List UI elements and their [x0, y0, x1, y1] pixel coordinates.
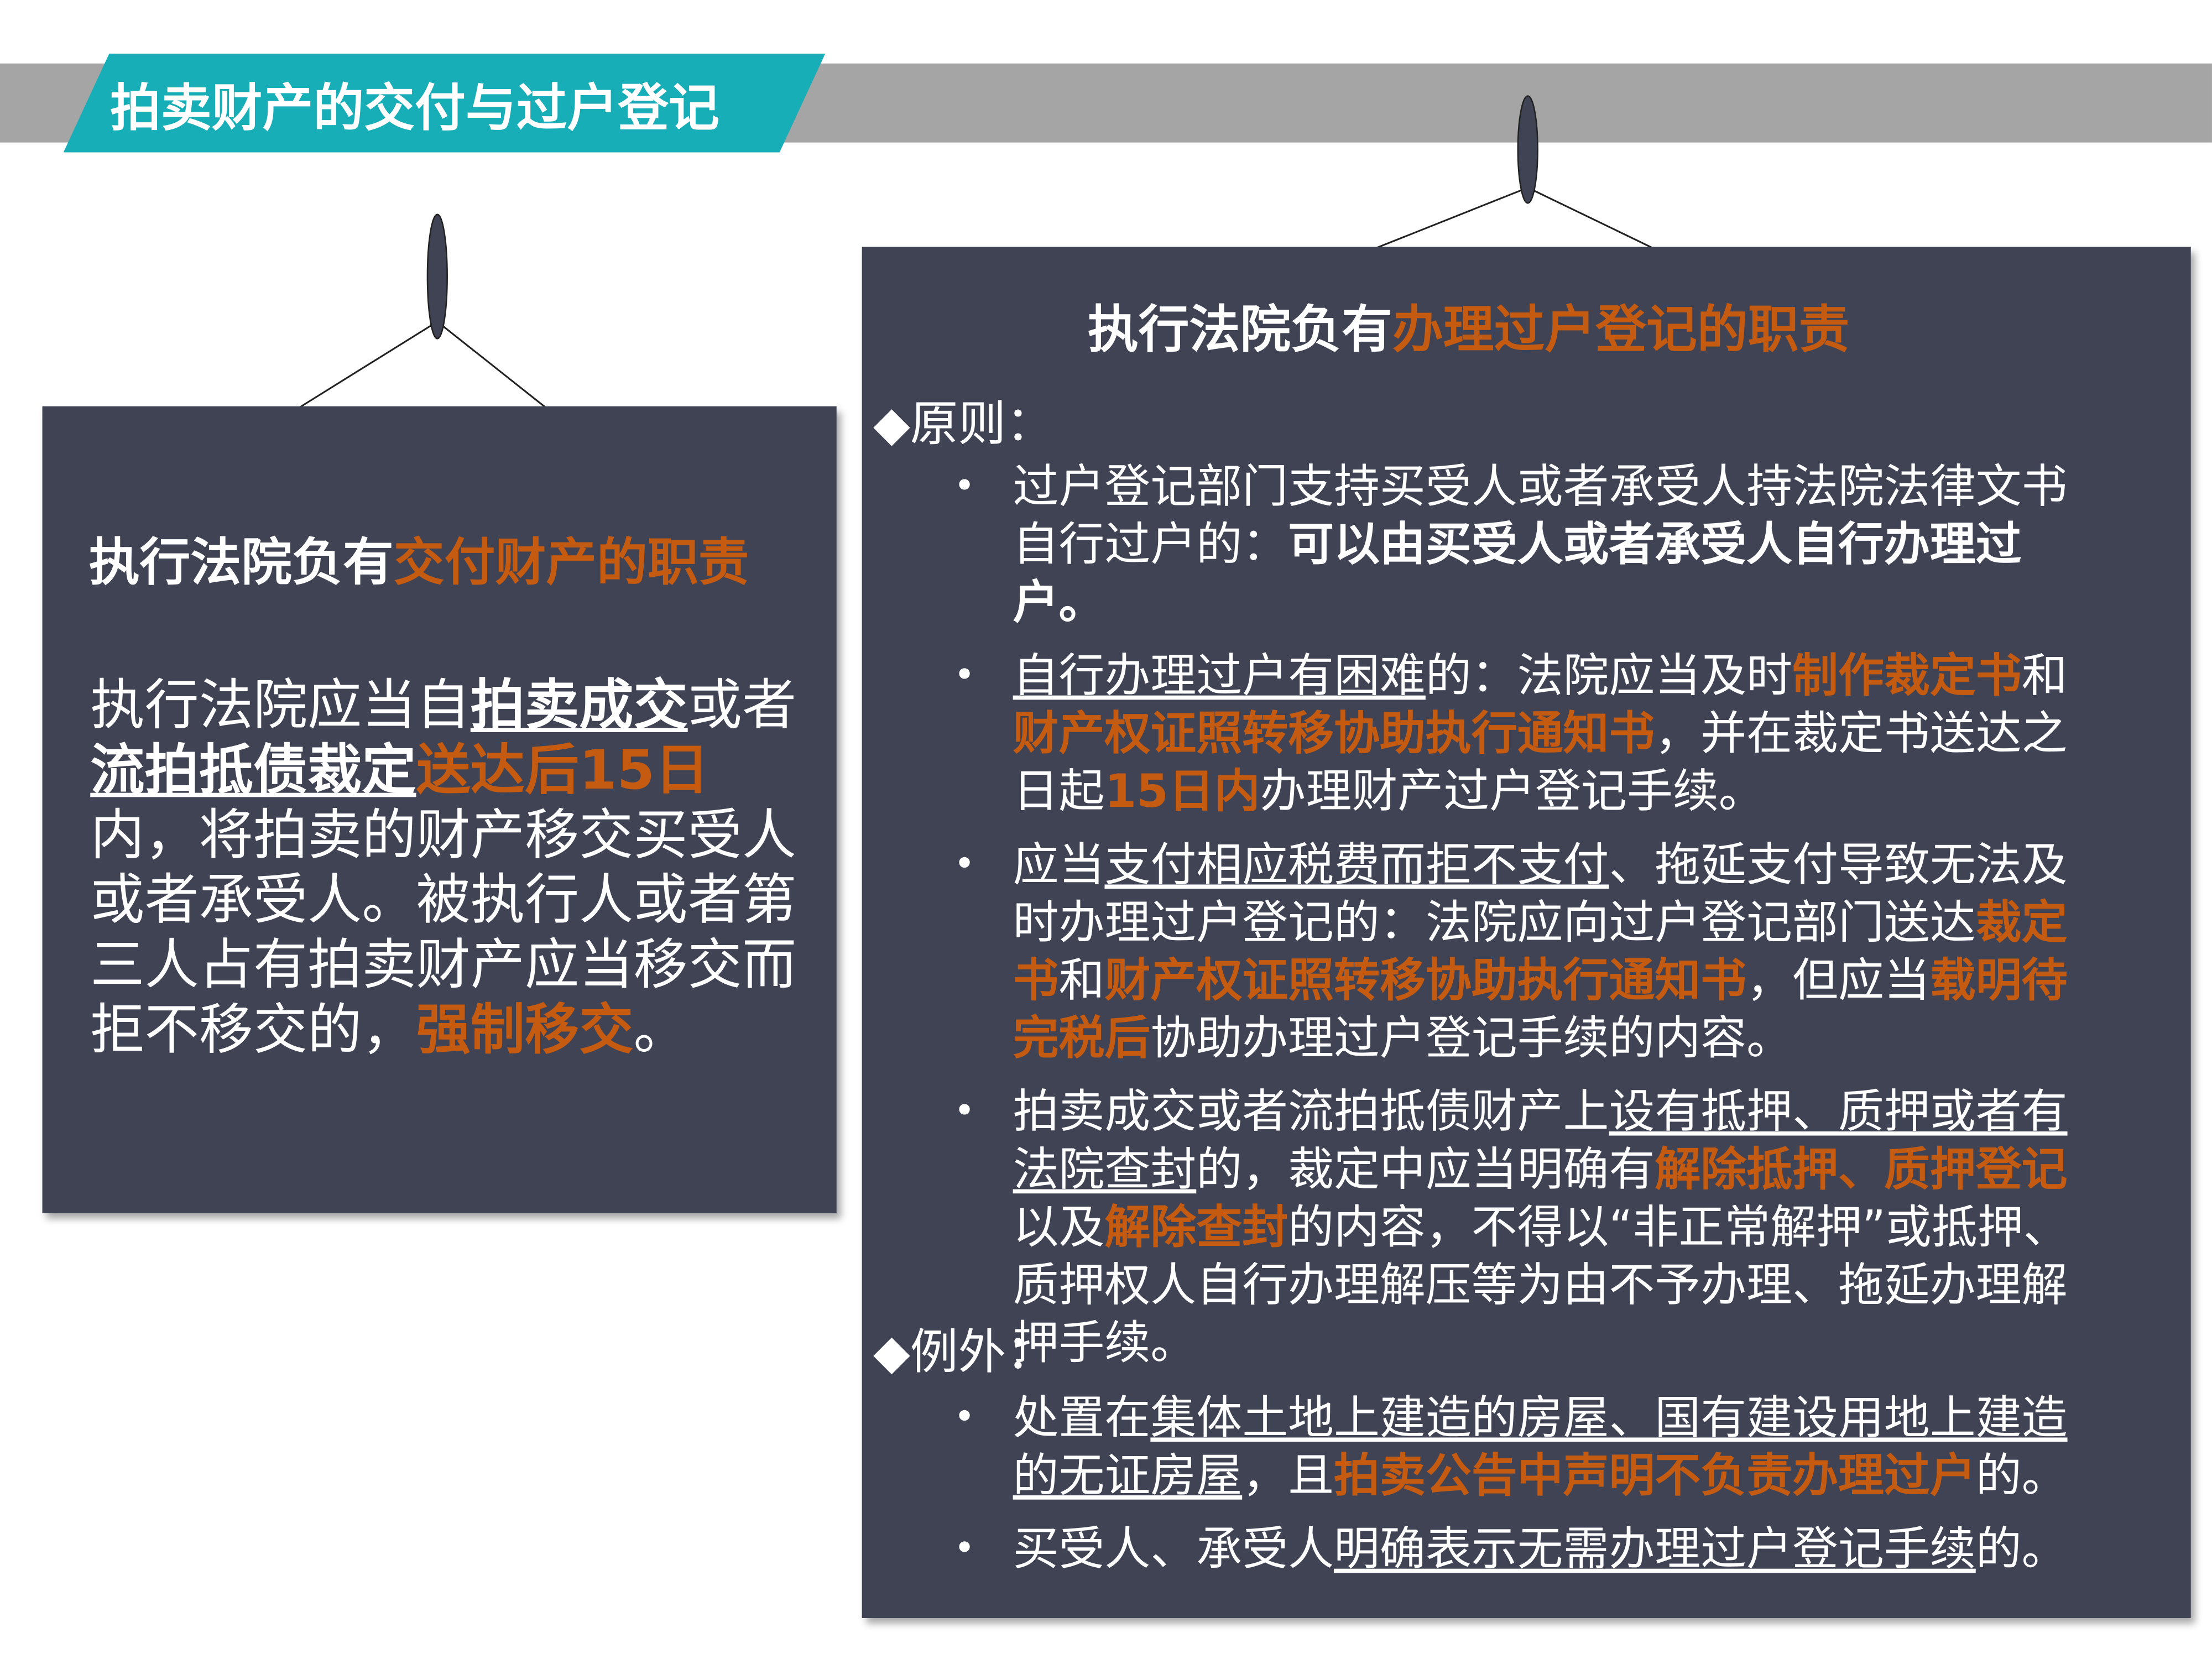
right-card: 执行法院负有办理过户登记的职责 ◆原则： • 过户登记部门支持买受人或者承受人持法…: [862, 247, 2191, 1618]
text-segment: 设有抵押、质押或者有法院查封: [1013, 1084, 2068, 1197]
text-segment: ，且: [1242, 1448, 1334, 1503]
text-segment: 的：法院应当及时: [1425, 649, 1793, 703]
text-segment: 买受人、承受人: [1013, 1522, 1334, 1576]
bullet-icon: •: [953, 1527, 975, 1571]
list-item: • 买受人、承受人明确表示无需办理过户登记手续的。: [953, 1521, 2088, 1579]
bullet-icon: •: [953, 1090, 975, 1133]
right-card-title: 执行法院负有办理过户登记的职责: [1088, 289, 1850, 363]
highlight-text: 送达后15日: [416, 739, 709, 803]
text-segment: 和: [2021, 649, 2068, 703]
text-segment: 协助办理过户登记手续的内容。: [1150, 1011, 1793, 1066]
highlight-text: 解除查封: [1104, 1200, 1288, 1254]
list-item: • 过户登记部门支持买受人或者承受人持法院法律文书自行过户的：可以由买受人或者承受…: [953, 458, 2088, 632]
text-segment: 支付相应税费而拒不支付: [1104, 838, 1609, 892]
left-card-title: 执行法院负有交付财产的职责: [89, 522, 749, 596]
text-segment: 拍卖成交或者流拍抵债财产上: [1013, 1084, 1609, 1139]
principle-heading: ◆原则：: [873, 396, 1054, 453]
bullet-icon: •: [953, 465, 975, 508]
highlight-text: 制作裁定书: [1792, 649, 2022, 703]
highlight-text: 载明待完税后: [1013, 953, 2068, 1066]
highlight-text: 拍卖公告中声明不负责办理过户: [1334, 1448, 1976, 1503]
bullet-icon: •: [953, 1396, 975, 1439]
list-item: • 应当支付相应税费而拒不支付、拖延支付导致无法及时办理过户登记的：法院应向过户登…: [953, 837, 2088, 1068]
text-segment: 执行法院负有: [1087, 301, 1392, 360]
text-segment: 过户登记部门支持买受人或者承受人持法院法律文书自行过户的：: [1013, 460, 2068, 572]
pin-icon: [426, 213, 448, 340]
pin-icon: [1517, 95, 1538, 204]
text-segment: 的。: [1975, 1522, 2068, 1576]
list-item: • 拍卖成交或者流拍抵债财产上设有抵押、质押或者有法院查封的，裁定中应当明确有解除…: [953, 1083, 2088, 1373]
highlight-text: 15日内: [1104, 764, 1260, 818]
highlight-text: 交付财产的职责: [393, 534, 749, 593]
text-segment: 流拍抵债裁定: [90, 739, 416, 803]
text-segment: 集体土地上建造的房屋、国有建设用地上建造的无证房屋: [1013, 1391, 2068, 1503]
text-segment: 处置在: [1013, 1391, 1151, 1445]
text-segment: 拍卖成交: [470, 674, 688, 738]
text-segment: 执行法院负有: [88, 534, 394, 593]
exception-list: • 处置在集体土地上建造的房屋、国有建设用地上建造的无证房屋，且拍卖公告中声明不负…: [953, 1390, 2088, 1594]
text-segment: 的，裁定中应当明确有: [1196, 1142, 1655, 1197]
highlight-text: 解除抵押、质押登记: [1655, 1142, 2068, 1197]
text-segment: 可以由买受人或者承受人自行办理过户。: [1013, 518, 2022, 629]
text-segment: 和: [1058, 953, 1105, 1008]
text-segment: 。: [633, 999, 688, 1062]
text-segment: 的。: [1975, 1448, 2068, 1503]
highlight-text: 裁定书: [1013, 895, 2068, 1008]
text-segment: 的内容，不得以“非正常解押”或抵押、质押权人自行办理解压等为由不予办理、拖延办理…: [1013, 1200, 2069, 1370]
list-item: • 自行办理过户有困难的：法院应当及时制作裁定书和财产权证照转移协助执行通知书，并…: [953, 648, 2088, 821]
text-segment: ，但应当: [1746, 953, 1930, 1008]
exception-heading: ◆例外：: [873, 1324, 1054, 1381]
text-segment: 以及: [1013, 1200, 1105, 1254]
text-segment: 执行法院应当自: [90, 674, 471, 738]
text-segment: 自行办理过户有困难: [1013, 649, 1426, 703]
highlight-text: 财产权证照转移协助执行通知书: [1104, 953, 1747, 1008]
text-segment: 应当: [1013, 838, 1105, 892]
principle-list: • 过户登记部门支持买受人或者承受人持法院法律文书自行过户的：可以由买受人或者承受…: [953, 458, 2088, 1388]
left-card: 执行法院负有交付财产的职责 执行法院应当自拍卖成交或者流拍抵债裁定送达后15日内…: [42, 406, 837, 1213]
bullet-icon: •: [953, 654, 975, 697]
highlight-text: 办理过户登记的职责: [1392, 301, 1850, 360]
highlight-text: 强制移交: [416, 999, 634, 1062]
list-item: • 处置在集体土地上建造的房屋、国有建设用地上建造的无证房屋，且拍卖公告中声明不负…: [953, 1390, 2088, 1505]
left-card-body: 执行法院应当自拍卖成交或者流拍抵债裁定送达后15日内，将拍卖的财产移交买受人或者…: [90, 674, 817, 1063]
bullet-icon: •: [953, 843, 975, 886]
slide-title: 拍卖财产的交付与过户登记: [109, 80, 720, 138]
highlight-text: 财产权证照转移协助执行通知书: [1013, 707, 1655, 760]
text-segment: 办理财产过户登记手续。: [1260, 764, 1765, 818]
text-segment: 、拖延支付导致无法及时办理过户登记的：法院应向过户登记部门送达: [1013, 838, 2068, 950]
title-banner: [63, 53, 826, 153]
hanging-strings: [299, 95, 1654, 409]
text-segment: 或者: [687, 674, 797, 738]
text-segment: 内，将拍卖的财产移交买受人或者承受人。被执行人或者第三人占有拍卖财产应当移交而拒…: [90, 804, 797, 1062]
text-segment: ，并在裁定书送达之日起: [1013, 707, 2068, 818]
text-segment: 明确表示无需办理过户登记手续: [1334, 1522, 1976, 1576]
